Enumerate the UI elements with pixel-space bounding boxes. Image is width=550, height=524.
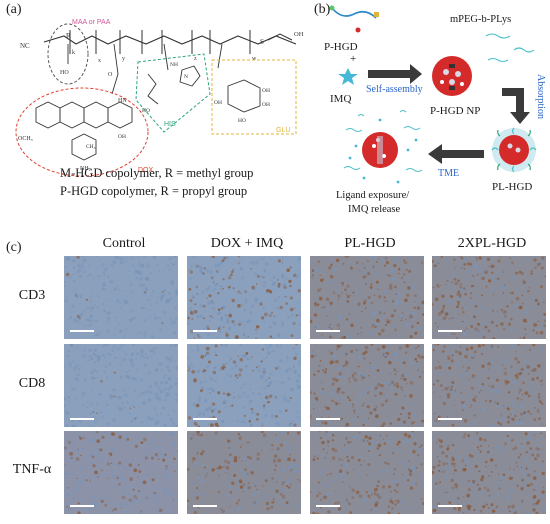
glu-region-box	[211, 59, 297, 135]
scale-bar	[70, 330, 94, 332]
ihc-tile-cd8-dox-imq	[187, 344, 301, 427]
pl-hgd-label: PL-HGD	[492, 181, 532, 193]
panel-a-letter: (a)	[6, 2, 22, 17]
absorption-arrow	[502, 88, 530, 124]
z-subscript: z	[194, 56, 197, 62]
glu-label: GLU	[276, 127, 290, 134]
ho-maa-label: HO	[60, 70, 69, 76]
ihc-tile-cd8-pl-hgd	[310, 344, 424, 427]
p-hgd-np-label: P-HGD NP	[430, 105, 480, 117]
ihc-tile-tnf-2xpl-hgd	[432, 431, 546, 514]
y-subscript: y	[122, 56, 125, 62]
ho-his-label: HO	[142, 108, 150, 114]
maa-paa-circle	[47, 23, 89, 85]
scale-bar	[438, 505, 462, 507]
r-label: R	[66, 32, 71, 40]
oh-dox-label: OH	[118, 134, 126, 140]
copolymer-structure-diagram: NC x y z w k S OH MAA or PAA R HO O HN H…	[15, 19, 304, 177]
ho-glu-label: HO	[238, 118, 246, 124]
dox-label: DOX	[138, 167, 154, 174]
ihc-tile-tnf-dox-imq	[187, 431, 301, 514]
row-header-cd8: CD8	[18, 376, 46, 391]
dox-region-circle	[15, 87, 149, 177]
scale-bar	[438, 418, 462, 420]
row-header-cd3: CD3	[18, 288, 46, 303]
nc-label: NC	[20, 42, 30, 50]
plus-sign: +	[350, 53, 356, 65]
x-subscript: x	[98, 58, 101, 64]
och3-label: OCH₃	[18, 136, 33, 142]
col-header-control: Control	[102, 236, 146, 251]
maa-paa-label: MAA or PAA	[72, 19, 111, 26]
pl-hgd-np-icon	[491, 127, 537, 173]
scale-bar	[438, 330, 462, 332]
scale-bar	[193, 418, 217, 420]
scale-bar	[70, 505, 94, 507]
ihc-tile-cd3-control	[64, 256, 178, 339]
self-assembly-arrow	[368, 64, 422, 84]
self-assembly-label: Self-assembly	[366, 84, 423, 95]
release-label-line2: IMQ release	[348, 204, 401, 215]
nh-label: NH	[170, 62, 178, 68]
scale-bar	[193, 505, 217, 507]
self-assembly-schematic: P-HGD + IMQ Self-assembly P-HGD NP mPEG-…	[324, 5, 546, 215]
hn-label: HN	[118, 98, 127, 104]
his-region-box	[135, 53, 211, 133]
released-np-icon	[343, 110, 423, 184]
imq-label: IMQ	[330, 93, 351, 105]
scale-bar	[316, 418, 340, 420]
s-label: S	[260, 38, 264, 46]
ch3-label: CH₃	[86, 144, 96, 150]
oh-glu-1: OH	[262, 88, 270, 94]
col-header-pl-hgd: PL-HGD	[344, 236, 396, 251]
p-hgd-caption: P-HGD copolymer, R = propyl group	[60, 184, 248, 198]
n-label: N	[184, 74, 188, 80]
imq-star-icon	[338, 68, 358, 85]
oh-tail-label: OH	[294, 31, 304, 38]
ihc-tile-cd8-2xpl-hgd	[432, 344, 546, 427]
panel-c-letter: (c)	[6, 240, 22, 255]
scale-bar	[316, 330, 340, 332]
scale-bar	[316, 505, 340, 507]
p-hgd-label: P-HGD	[324, 41, 358, 53]
mpeg-plys-label: mPEG-b-PLys	[450, 14, 511, 25]
col-header-2xpl-hgd: 2XPL-HGD	[457, 236, 527, 251]
m-hgd-caption: M-HGD copolymer, R = methyl group	[60, 166, 254, 180]
ihc-tile-tnf-pl-hgd	[310, 431, 424, 514]
w-subscript: w	[252, 56, 257, 62]
nh2-label: NH₂	[80, 166, 91, 172]
ihc-tile-cd3-dox-imq	[187, 256, 301, 339]
col-header-dox-imq: DOX + IMQ	[210, 236, 284, 251]
row-header-tnf: TNF-α	[12, 462, 52, 477]
oh-glu-2: OH	[262, 102, 270, 108]
panel-b-letter: (b)	[314, 2, 331, 17]
oh-glu-3: OH	[214, 100, 222, 106]
ihc-tile-cd3-pl-hgd	[310, 256, 424, 339]
tme-label: TME	[438, 168, 459, 179]
tme-arrow	[428, 144, 484, 164]
scale-bar	[70, 418, 94, 420]
ihc-tile-tnf-control	[64, 431, 178, 514]
p-hgd-polymer-icon	[329, 5, 379, 33]
his-label: HIS	[164, 121, 176, 128]
mpeg-chains	[485, 33, 535, 63]
scale-bar	[193, 330, 217, 332]
k-subscript: k	[72, 50, 75, 56]
absorption-label: Absorption	[535, 74, 546, 119]
polymer-backbone	[43, 35, 297, 45]
release-label-line1: Ligand exposure/	[336, 190, 409, 201]
o-label-1: O	[108, 72, 113, 78]
ihc-tile-cd8-control	[64, 344, 178, 427]
p-hgd-np-icon	[432, 56, 472, 96]
ihc-tile-cd3-2xpl-hgd	[432, 256, 546, 339]
